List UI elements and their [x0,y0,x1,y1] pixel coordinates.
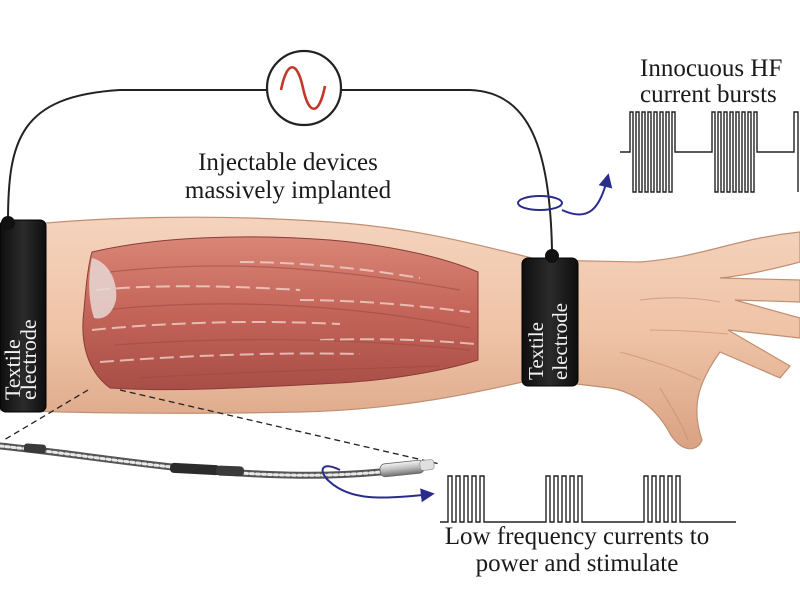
hf-label-line2: current bursts [640,81,777,108]
hand-icon [619,297,729,441]
right-electrode-label-2: electrode [548,303,572,380]
callout-lines [3,389,441,465]
hf-waveform [620,111,799,193]
tendon-lines [91,261,476,363]
implant-label-line2: massively implanted [184,177,392,204]
forearm [0,216,800,450]
muscle-icon [82,236,479,391]
top-wire [7,89,553,251]
elbow-tendon [89,258,117,319]
left-electrode-label-2: electrode [16,319,41,400]
right-electrode [521,249,579,387]
hf-label-line1: Innocuous HF [640,55,783,82]
implant-label-line1: Injectable devices [198,149,378,176]
muscle-fibers [104,265,471,379]
lf-label-line1: Low frequency currents to [444,523,710,550]
hf-arrow [561,173,613,216]
left-electrode [0,216,47,413]
lf-arrow [321,465,435,503]
coil-icon [517,195,563,211]
right-electrode-label-1: Textile [524,321,548,380]
lf-label-line2: power and stimulate [475,550,679,577]
ac-source-icon [265,49,343,127]
lf-waveform [440,475,736,523]
implant-icon [0,442,435,479]
